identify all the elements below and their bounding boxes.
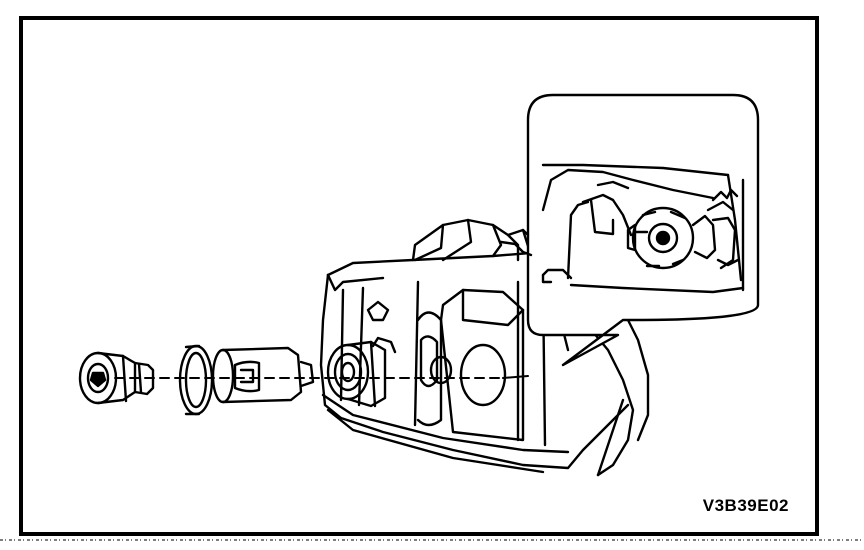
lighter-element <box>211 346 315 404</box>
scan-edge-line <box>0 539 864 541</box>
diagram-frame: V3B39E02 <box>19 16 819 536</box>
detail-inset <box>526 93 760 367</box>
wiring-harness <box>499 228 533 257</box>
lighter-socket <box>326 336 397 408</box>
figure-code: V3B39E02 <box>702 496 789 515</box>
exploded-view-illustration <box>78 93 760 477</box>
assembly-axis-line <box>114 375 529 379</box>
lighter-bezel-ring <box>178 344 214 416</box>
